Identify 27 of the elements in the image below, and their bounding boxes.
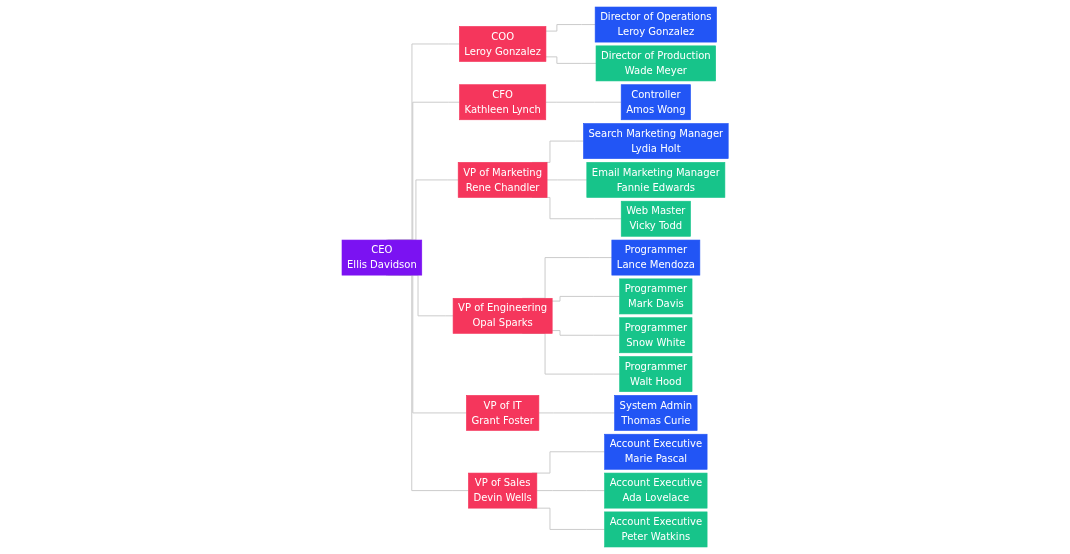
node-box: Account Executive Marie Pascal: [604, 433, 708, 470]
node-box: System Admin Thomas Curie: [614, 395, 698, 431]
node-box: Director of Operations Leroy Gonzalez: [594, 6, 717, 43]
node-box: CFO Kathleen Lynch: [459, 84, 546, 121]
node-box: Programmer Walt Hood: [619, 356, 693, 392]
node-box: Web Master Vicky Todd: [620, 200, 691, 237]
connector: [551, 295, 621, 302]
node-box: Email Marketing Manager Fannie Edwards: [586, 162, 726, 198]
node-box: Director of Production Wade Meyer: [595, 45, 716, 82]
node-box: Programmer Lance Mendoza: [611, 239, 701, 276]
connector: [545, 24, 596, 32]
node-box: Account Executive Peter Watkins: [604, 511, 708, 548]
node-box: VP of Sales Devin Wells: [468, 472, 538, 509]
connector: [545, 56, 597, 64]
node-box: VP of Engineering Opal Sparks: [452, 298, 553, 334]
connector: [536, 490, 605, 492]
node-box: Programmer Snow White: [619, 317, 693, 354]
node-box: Search Marketing Manager Lydia Holt: [583, 123, 729, 159]
connector: [545, 101, 622, 103]
node-box: COO Leroy Gonzalez: [458, 26, 547, 62]
node-box: Account Executive Ada Lovelace: [604, 472, 708, 509]
node-box: VP of IT Grant Foster: [465, 395, 540, 431]
node-box: Controller Amos Wong: [620, 84, 691, 121]
node-box: CEO Ellis Davidson: [341, 239, 422, 276]
node-box: VP of Marketing Rene Chandler: [457, 162, 548, 198]
connector: [551, 330, 621, 336]
node-box: Programmer Mark Davis: [619, 278, 693, 315]
